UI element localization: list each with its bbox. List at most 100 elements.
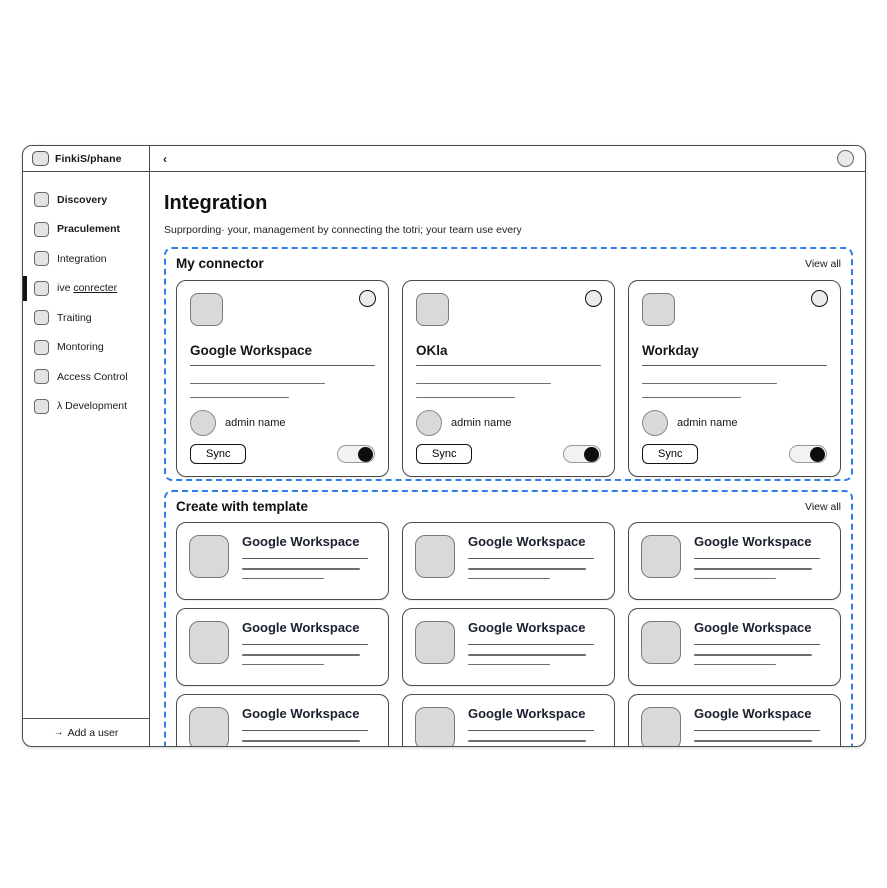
- my-connector-section: My connector View all Google Workspace a…: [164, 247, 853, 481]
- sync-button[interactable]: Sync: [190, 444, 247, 464]
- sidebar-item-label: Montoring: [57, 341, 104, 354]
- sidebar-item-discovery[interactable]: Discovery: [23, 185, 149, 215]
- placeholder-line: [190, 383, 326, 385]
- sync-toggle[interactable]: [337, 445, 375, 463]
- template-card[interactable]: Google Workspace: [402, 694, 615, 746]
- placeholder-line: [242, 654, 360, 656]
- sidebar-item-traiting[interactable]: Traiting: [23, 303, 149, 333]
- square-placeholder-icon: [34, 221, 49, 237]
- top-bar: ‹: [150, 146, 865, 171]
- template-name: Google Workspace: [468, 620, 586, 635]
- template-card[interactable]: Google Workspace: [628, 608, 841, 686]
- app-placeholder-icon: [189, 535, 229, 578]
- radio-circle[interactable]: [811, 290, 828, 307]
- window-header: FinkiS/phane ‹: [23, 146, 865, 172]
- sidebar-item-label: Discovery: [57, 193, 108, 206]
- placeholder-line: [416, 397, 516, 399]
- template-name: Google Workspace: [242, 620, 360, 635]
- template-card[interactable]: Google Workspace: [176, 694, 389, 746]
- template-card[interactable]: Google Workspace: [628, 694, 841, 746]
- toggle-knob: [584, 446, 599, 462]
- template-card[interactable]: Google Workspace: [628, 522, 841, 600]
- template-name: Google Workspace: [468, 706, 586, 721]
- app-placeholder-icon: [641, 621, 681, 664]
- sidebar-item-praculement[interactable]: Praculement: [23, 215, 149, 245]
- sidebar-item-montoring[interactable]: Montoring: [23, 333, 149, 363]
- arrow-icon: →: [53, 727, 64, 738]
- placeholder-line: [642, 383, 778, 385]
- placeholder-line: [416, 383, 552, 385]
- placeholder-line: [694, 730, 820, 732]
- admin-name-label: admin name: [225, 417, 286, 429]
- sidebar-item-label: Praculement: [57, 223, 121, 236]
- app-placeholder-icon: [415, 707, 455, 746]
- template-name: Google Workspace: [694, 534, 812, 549]
- square-placeholder-icon: [34, 192, 49, 208]
- view-all-link[interactable]: View all: [805, 500, 841, 513]
- placeholder-line: [468, 644, 594, 646]
- main-content: Integration Suprpording· your, managemen…: [150, 172, 865, 746]
- sidebar-item-ive-conrecter[interactable]: ive conrecter: [23, 274, 149, 304]
- placeholder-line: [468, 730, 594, 732]
- connector-card-google-workspace[interactable]: Google Workspace admin name Sync: [176, 280, 389, 477]
- app-placeholder-icon: [642, 293, 675, 326]
- sync-toggle[interactable]: [789, 445, 827, 463]
- template-card[interactable]: Google Workspace: [176, 522, 389, 600]
- placeholder-line: [468, 663, 550, 665]
- radio-circle[interactable]: [585, 290, 602, 307]
- template-card[interactable]: Google Workspace: [402, 522, 615, 600]
- placeholder-line: [468, 558, 594, 560]
- sync-button[interactable]: Sync: [642, 444, 699, 464]
- sidebar-item-access-control[interactable]: Access Control: [23, 362, 149, 392]
- connector-name: Google Workspace: [190, 343, 313, 358]
- sidebar-item-development[interactable]: λ Development: [23, 392, 149, 422]
- add-user-button[interactable]: → Add a user: [23, 718, 149, 746]
- app-logo[interactable]: FinkiS/phane: [23, 146, 150, 171]
- placeholder-line: [242, 740, 360, 742]
- admin-name-label: admin name: [677, 417, 738, 429]
- page-subtitle: Suprpording· your, management by connect…: [164, 224, 522, 236]
- user-avatar[interactable]: [837, 150, 854, 167]
- sync-toggle[interactable]: [563, 445, 601, 463]
- app-logo-text: FinkiS/phane: [55, 152, 122, 165]
- create-with-template-section: Create with template View all Google Wor…: [164, 490, 853, 746]
- template-card[interactable]: Google Workspace: [402, 608, 615, 686]
- template-card[interactable]: Google Workspace: [176, 608, 389, 686]
- radio-circle[interactable]: [359, 290, 376, 307]
- placeholder-line: [190, 397, 290, 399]
- connector-name: OKla: [416, 343, 448, 358]
- placeholder-line: [694, 654, 812, 656]
- placeholder-line: [468, 654, 586, 656]
- placeholder-line: [242, 558, 368, 560]
- back-chevron-icon[interactable]: ‹: [163, 151, 167, 166]
- template-name: Google Workspace: [242, 534, 360, 549]
- square-placeholder-icon: [34, 398, 49, 414]
- placeholder-line: [242, 663, 324, 665]
- square-placeholder-icon: [34, 369, 49, 385]
- sync-button[interactable]: Sync: [416, 444, 473, 464]
- admin-avatar: [190, 410, 216, 436]
- connector-card-okla[interactable]: OKla admin name Sync: [402, 280, 615, 477]
- template-name: Google Workspace: [242, 706, 360, 721]
- sidebar-item-label: Access Control: [57, 370, 128, 383]
- connector-card-workday[interactable]: Workday admin name Sync: [628, 280, 841, 477]
- sidebar-item-label: Traiting: [57, 311, 92, 324]
- admin-name-label: admin name: [451, 417, 512, 429]
- placeholder-line: [242, 568, 360, 570]
- admin-avatar: [416, 410, 442, 436]
- placeholder-line: [694, 663, 776, 665]
- placeholder-line: [242, 644, 368, 646]
- placeholder-line: [642, 397, 742, 399]
- sidebar-item-integration[interactable]: Integration: [23, 244, 149, 274]
- section-title: My connector: [176, 256, 264, 271]
- sidebar-item-label: ive conrecter: [57, 282, 118, 295]
- square-placeholder-icon: [34, 280, 49, 296]
- placeholder-line: [694, 558, 820, 560]
- admin-avatar: [642, 410, 668, 436]
- placeholder-line: [190, 365, 375, 367]
- view-all-link[interactable]: View all: [805, 257, 841, 270]
- app-placeholder-icon: [415, 535, 455, 578]
- app-placeholder-icon: [189, 707, 229, 746]
- placeholder-line: [694, 577, 776, 579]
- placeholder-line: [468, 577, 550, 579]
